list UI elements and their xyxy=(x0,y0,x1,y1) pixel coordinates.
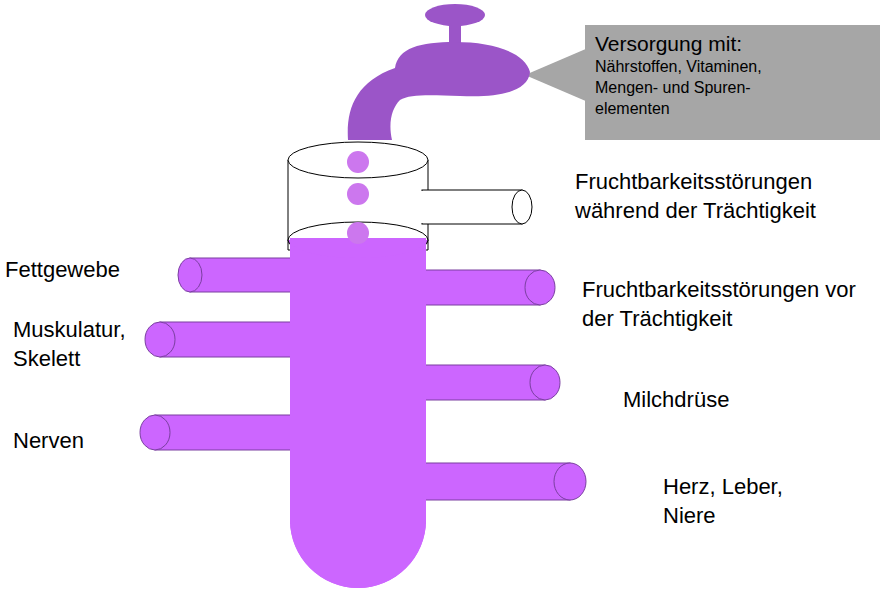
callout-pointer xyxy=(525,48,588,102)
organ-label: Herz, Leber, Niere xyxy=(663,473,803,530)
callout-box: Versorgung mit:Nährstoffen, Vitaminen, M… xyxy=(585,25,880,140)
organ-label: Fettgewebe xyxy=(5,256,175,285)
drops xyxy=(347,151,369,244)
organ-label: Fruchtbarkeitsstörungen vor der Trächtig… xyxy=(582,276,877,333)
callout-text: Nährstoffen, Vitaminen, Mengen- und Spur… xyxy=(595,57,785,119)
organ-label: Milchdrüse xyxy=(623,386,823,415)
barrel xyxy=(140,142,586,588)
organ-label: Muskulatur, Skelett xyxy=(13,316,148,373)
organ-label: Fruchtbarkeitsstörungen während der Träc… xyxy=(575,168,877,225)
callout-heading: Versorgung mit: xyxy=(595,31,870,57)
organ-label: Nerven xyxy=(13,427,143,456)
faucet xyxy=(348,4,530,140)
